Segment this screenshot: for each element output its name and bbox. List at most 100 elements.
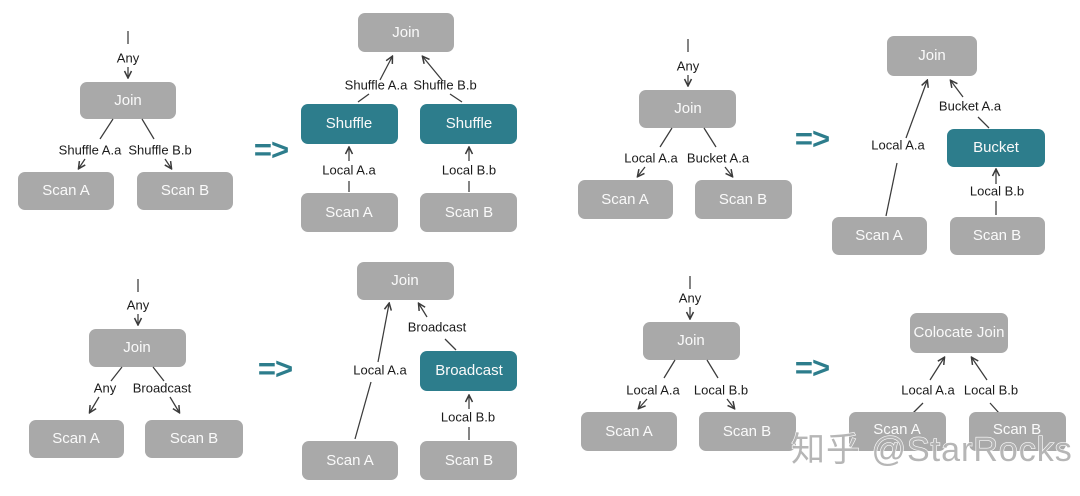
scan-b-node (145, 420, 243, 458)
arrow-right-to-join (423, 57, 443, 81)
scan-a-label: Scan A (52, 430, 100, 447)
left-edge-label: Local A.a (624, 150, 678, 165)
scan-b-label: Scan B (445, 204, 493, 221)
right-edge-label: Broadcast (408, 319, 467, 334)
arrow-to-scan-b (165, 158, 171, 168)
right-edge-label: Local B.b (694, 382, 748, 397)
diagram-bucket-before: Any Join Local A.a Bucket A.a Scan A Sca… (578, 39, 792, 219)
arrow-left-to-join (379, 57, 392, 81)
left-edge-label: Shuffle A.a (345, 77, 408, 92)
shuffle-enforcer-right-label: Shuffle (446, 115, 492, 132)
scan-b-label: Scan B (973, 227, 1021, 244)
right-edge-label: Bucket A.a (939, 98, 1002, 113)
bucket-enforcer-node (947, 129, 1045, 167)
parent-requirement-label: Any (127, 297, 150, 312)
join-node-label: Join (918, 47, 946, 64)
edge-join-right (703, 127, 717, 148)
arrow-local-a-to-join (905, 81, 927, 139)
edge-join-left (99, 118, 114, 140)
diagram-shuffle-before: Any Join Shuffle A.a Shuffle B.b Scan A … (18, 31, 233, 210)
scan-a-label: Scan A (325, 204, 373, 221)
parent-requirement-label: Any (679, 290, 702, 305)
left-edge-label: Local A.a (353, 362, 407, 377)
edge-join-right (152, 366, 165, 382)
join-node (639, 90, 736, 128)
scan-a-label: Scan A (873, 421, 921, 438)
edge-broadcast-to-label (444, 338, 457, 351)
transform-arrow-2: => (795, 121, 829, 156)
scan-b-node (950, 217, 1045, 255)
scan-a-node (301, 193, 398, 232)
join-node-label: Join (391, 272, 419, 289)
colocate-join-label: Colocate Join (914, 324, 1005, 341)
diagram-colocate-after: Colocate Join Local A.a Local B.b Scan A… (849, 313, 1066, 451)
scan-a-node (832, 217, 927, 255)
arrow-broadcast-to-join (419, 304, 428, 318)
arrow-local-a-to-join (929, 358, 944, 381)
diagram-colocate-before: Any Join Local A.a Local B.b Scan A Scan… (581, 276, 796, 451)
scan-a-label: Scan A (855, 227, 903, 244)
edge-join-right (141, 118, 155, 140)
join-node (643, 322, 740, 360)
right-lower-edge-label: Local B.b (970, 183, 1024, 198)
join-node (80, 82, 176, 119)
right-lower-edge-label: Local B.b (442, 162, 496, 177)
join-node (358, 13, 454, 52)
colocate-join-node (910, 313, 1008, 353)
scan-a-node (302, 441, 398, 480)
arrow-local-a-to-join (377, 304, 389, 363)
left-edge-label: Any (94, 380, 117, 395)
transform-arrow-3: => (258, 351, 292, 386)
scan-a-node (849, 412, 946, 451)
scan-a-label: Scan A (601, 191, 649, 208)
parent-requirement-label: Any (117, 50, 140, 65)
edge-join-right (706, 359, 719, 379)
scan-a-label: Scan A (326, 452, 374, 469)
scan-a-node (18, 172, 114, 210)
scan-b-node (699, 412, 796, 451)
scan-b-label: Scan B (170, 430, 218, 447)
join-node-label: Join (674, 100, 702, 117)
scan-a-label: Scan A (42, 182, 90, 199)
join-node-label: Join (114, 92, 142, 109)
arrow-to-scan-a (90, 396, 100, 412)
scan-b-node (137, 172, 233, 210)
arrow-to-scan-a (79, 158, 85, 168)
scan-b-label: Scan B (993, 421, 1041, 438)
diagram-broadcast-after: Join Local A.a Broadcast Broadcast Local… (302, 262, 517, 480)
diagram-bucket-after: Join Local A.a Bucket A.a Bucket Local B… (832, 36, 1045, 255)
broadcast-enforcer-label: Broadcast (435, 362, 503, 379)
right-edge-label: Shuffle B.b (413, 77, 476, 92)
edge-scan-b-to-label (989, 402, 1000, 414)
diagram-shuffle-after: Join Shuffle A.a Shuffle B.b Shuffle Shu… (301, 13, 517, 232)
right-lower-edge-label: Local B.b (441, 409, 495, 424)
right-edge-label: Local B.b (964, 382, 1018, 397)
scan-b-node (420, 193, 517, 232)
right-edge-label: Bucket A.a (687, 150, 750, 165)
edge-bucket-to-label (977, 116, 990, 129)
broadcast-enforcer-node (420, 351, 517, 391)
edge-scan-a-to-label (912, 402, 924, 414)
arrow-to-scan-a (639, 398, 648, 408)
edge-scan-a-to-label (354, 381, 372, 440)
edge-join-left (663, 359, 676, 379)
left-lower-edge-label: Local A.a (322, 162, 376, 177)
scan-a-label: Scan A (605, 423, 653, 440)
transform-arrow-4: => (795, 350, 829, 385)
shuffle-enforcer-right-node (420, 104, 517, 144)
scan-b-node (420, 441, 517, 480)
scan-a-node (581, 412, 677, 451)
join-node (89, 329, 186, 367)
scan-b-label: Scan B (723, 423, 771, 440)
diagram-broadcast-before: Any Join Any Broadcast Scan A Scan B (29, 279, 243, 458)
arrow-local-b-to-join (972, 358, 988, 381)
scan-b-node (969, 412, 1066, 451)
arrow-to-scan-b (169, 396, 179, 412)
arrow-bucket-to-join (951, 81, 964, 98)
scan-b-node (695, 180, 792, 219)
join-node (887, 36, 977, 76)
left-edge-label: Local A.a (901, 382, 955, 397)
edge-shuffle1-to-label (357, 93, 370, 103)
